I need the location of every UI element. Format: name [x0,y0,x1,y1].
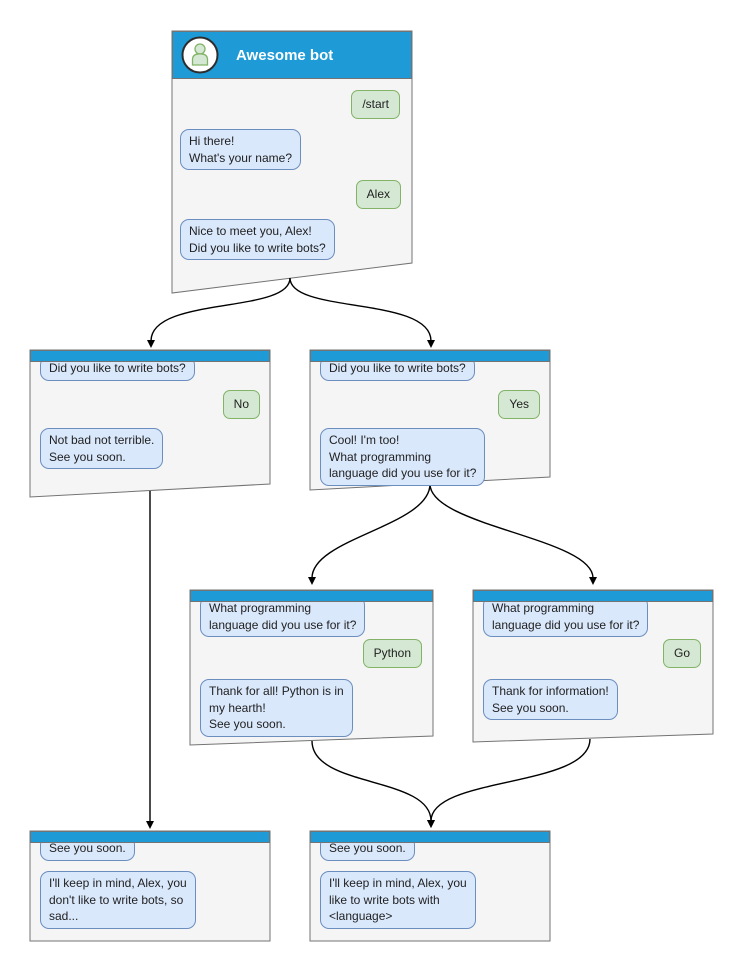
card-header-bar [310,831,550,843]
bot-message-bubble: Not bad not terrible. See you soon. [40,428,164,469]
bot-message-bubble: Hi there! What's your name? [180,129,302,170]
bot-message-bubble: I'll keep in mind, Alex, you don't like … [40,871,196,929]
user-message-bubble: No [222,390,260,419]
card-header-bar [30,350,270,362]
card-header-bar [473,590,713,602]
connector-python-to-end [311,740,435,828]
card-header-bar [30,831,270,843]
bot-message-bubble: What programming language did you use fo… [200,596,366,637]
user-message-bubble: /start [351,90,400,119]
bot-message-bubble: Thank for all! Python is in my hearth! S… [200,679,353,737]
chat-window-header: Awesome bot [172,31,412,79]
window-title: Awesome bot [236,46,334,64]
bot-message-bubble: I'll keep in mind, Alex, you like to wri… [320,871,476,929]
bot-message-bubble: Cool! I'm too! What programming language… [320,428,486,486]
user-message-bubble: Go [662,639,701,668]
bot-avatar-icon [181,36,219,74]
user-message-bubble: Alex [355,180,401,209]
user-message-bubble: Python [362,639,422,668]
bot-message-bubble: What programming language did you use fo… [483,596,649,637]
card-header-bar [310,350,550,362]
card-header-bar [190,590,433,602]
connector-start-to-yes [289,277,435,348]
bot-message-bubble: Thank for information! See you soon. [483,679,618,720]
bot-message-bubble: Nice to meet you, Alex! Did you like to … [180,219,335,260]
connector-go-to-end [427,738,591,828]
connector-yes-to-go [429,483,597,585]
user-message-bubble: Yes [498,390,540,419]
connector-start-to-no [147,277,291,348]
connector-yes-to-python [308,483,431,585]
